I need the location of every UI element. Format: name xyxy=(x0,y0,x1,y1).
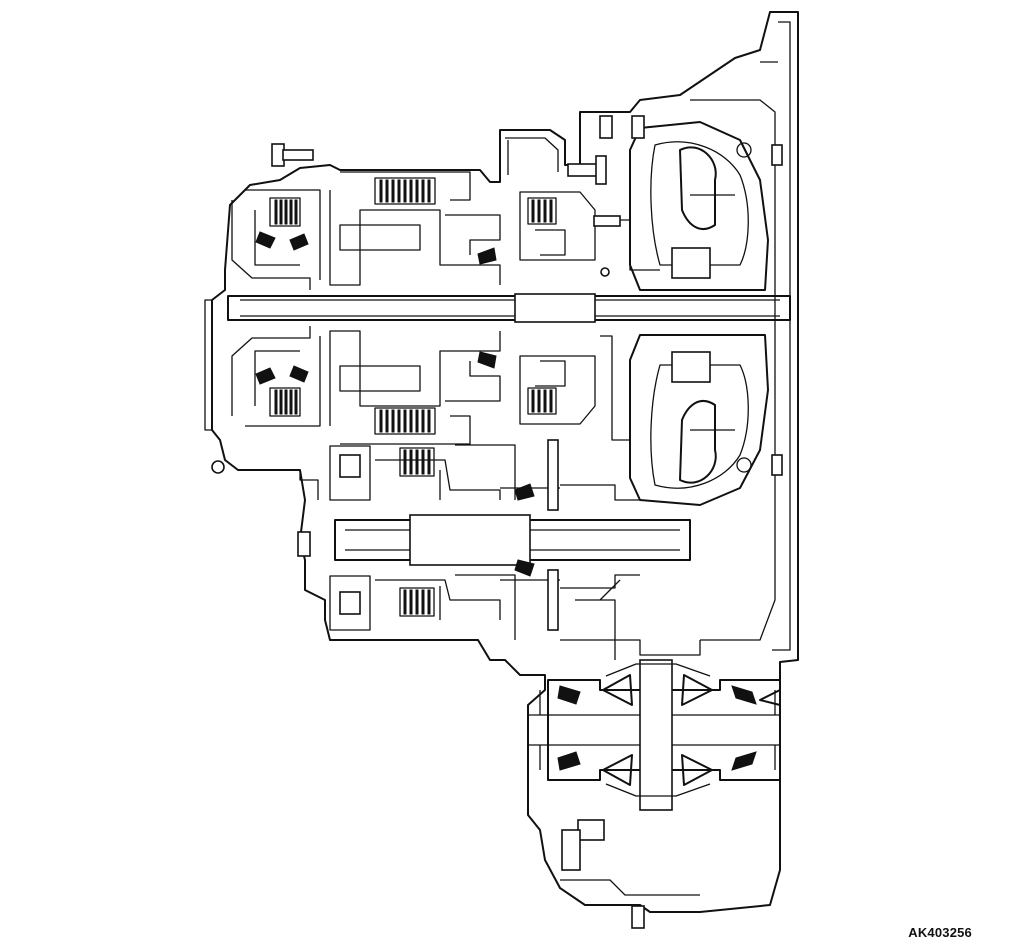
housing-bolts xyxy=(211,115,645,929)
output-shaft xyxy=(334,514,691,566)
clutch-packs-upper xyxy=(269,177,557,227)
torque-converter xyxy=(629,121,783,506)
lower-gear-train xyxy=(329,439,640,660)
figure-id-label: AK403256 xyxy=(908,925,972,940)
differential xyxy=(528,659,781,811)
clutch-drums-upper xyxy=(231,171,660,290)
outer-housing xyxy=(211,11,799,913)
tapered-roller-bearings xyxy=(255,231,757,771)
cover-plate-lines xyxy=(204,299,701,896)
clutch-drums-lower xyxy=(231,326,630,445)
input-shaft xyxy=(227,293,791,323)
clutch-packs-lower xyxy=(269,387,557,617)
